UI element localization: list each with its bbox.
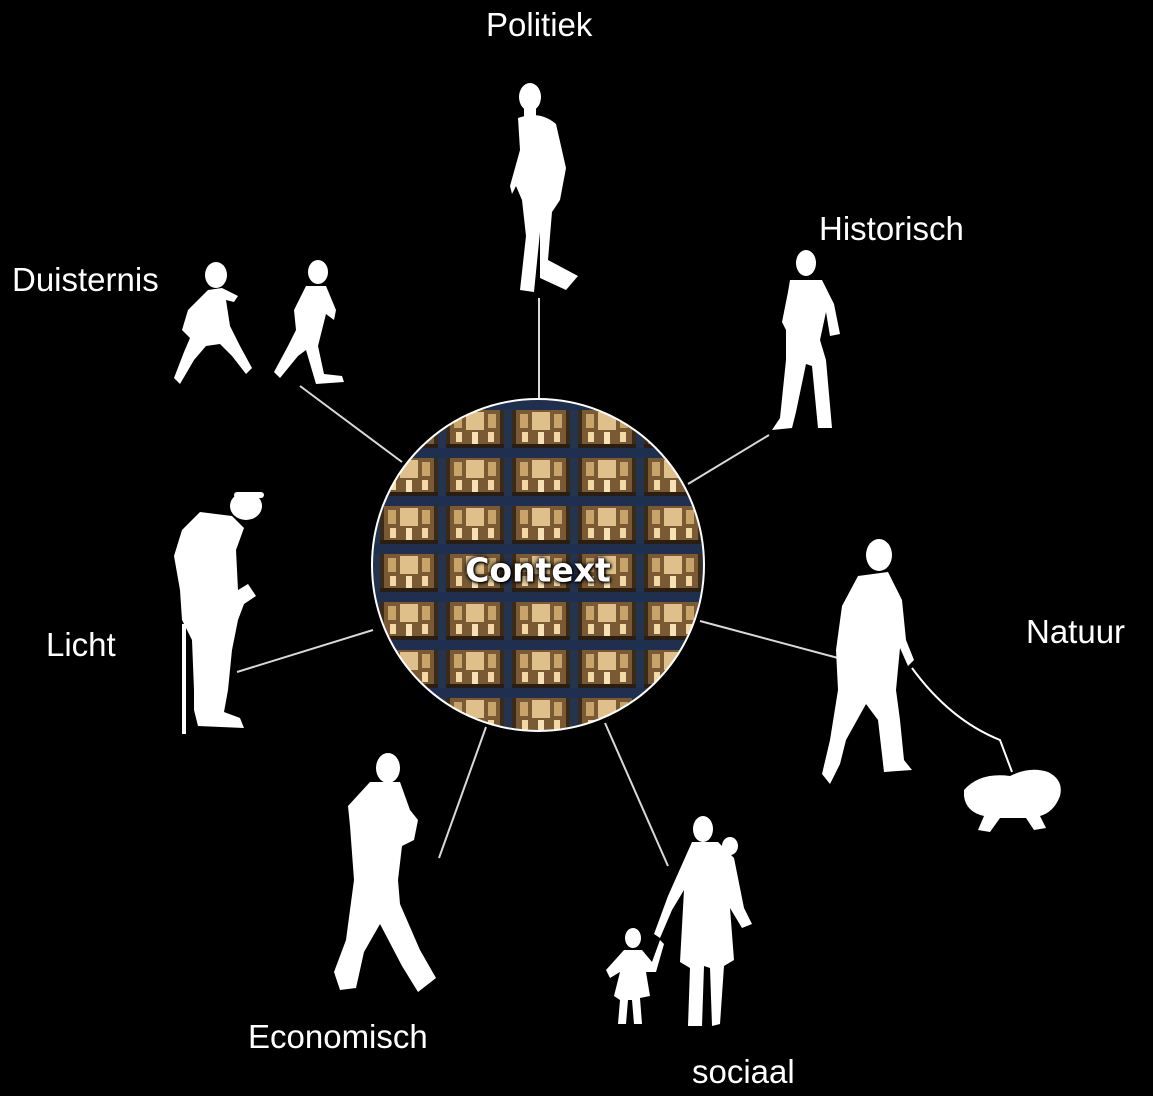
walking-man-silhouette — [510, 83, 578, 292]
label-natuur: Natuur — [1026, 613, 1126, 650]
connector-lines — [236, 298, 839, 867]
connector-licht — [236, 629, 374, 673]
label-duisternis: Duisternis — [12, 261, 159, 298]
man-in-coat-silhouette — [334, 753, 436, 992]
connector-sociaal — [604, 722, 669, 867]
center-label: Context — [465, 550, 611, 590]
label-licht: Licht — [46, 626, 116, 663]
running-children-silhouette — [174, 260, 344, 384]
mother-with-children-silhouette — [606, 816, 752, 1026]
label-sociaal: sociaal — [692, 1053, 795, 1090]
label-economisch: Economisch — [248, 1018, 428, 1055]
connector-duisternis — [299, 385, 403, 463]
standing-man-silhouette — [772, 250, 840, 430]
context-circle — [371, 398, 705, 732]
connector-economisch — [438, 726, 487, 859]
elderly-man-with-cane-silhouette — [174, 492, 264, 734]
connector-natuur — [699, 620, 839, 659]
label-politiek: Politiek — [486, 6, 593, 43]
man-with-dog-silhouette — [822, 539, 1061, 832]
connector-historisch — [687, 434, 770, 485]
label-historisch: Historisch — [819, 210, 964, 247]
